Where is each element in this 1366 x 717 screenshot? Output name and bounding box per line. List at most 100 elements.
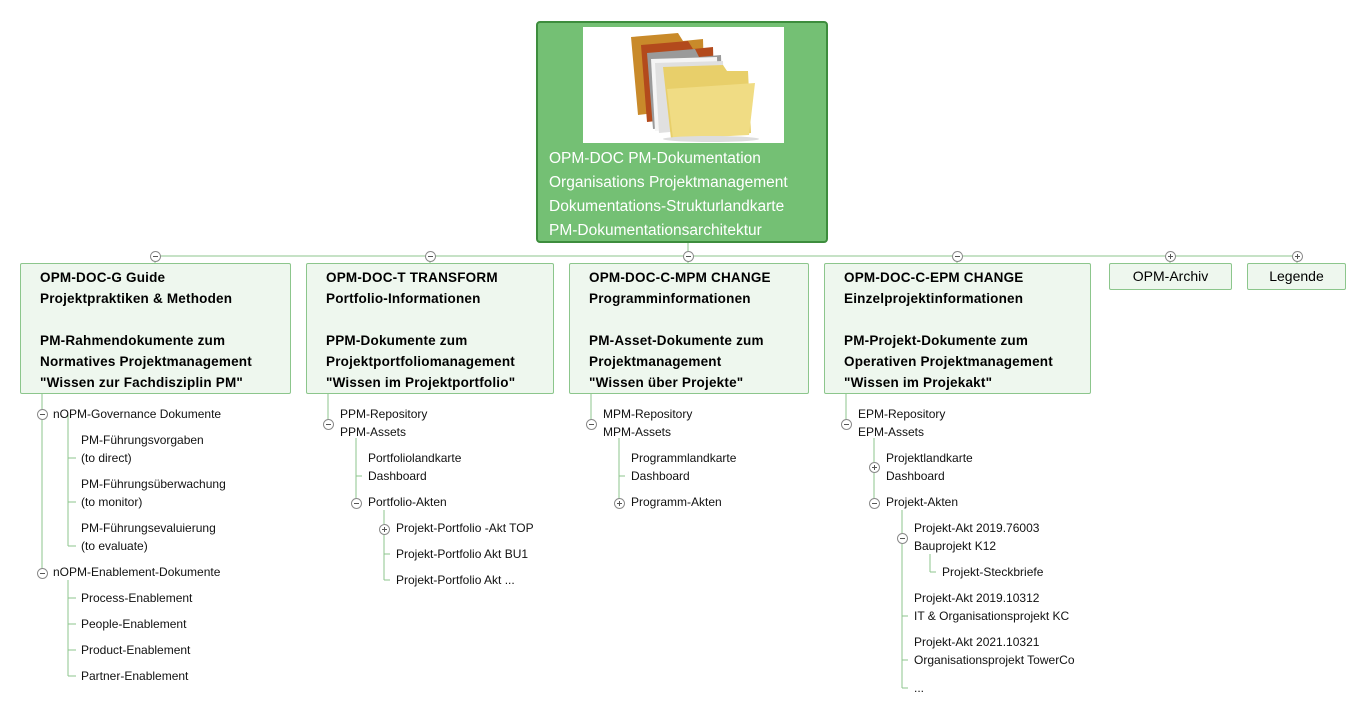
root-line: OPM-DOC PM-Dokumentation [549,150,761,167]
node-line: MPM-Repository [603,407,693,421]
node-line: IT & Organisationsprojekt KC [914,609,1070,623]
root-line: Organisations Projektmanagement [549,174,788,191]
node-line: (to evaluate) [81,539,148,553]
branch-line [844,309,1053,330]
node-projekt-steckbriefe[interactable]: Projekt-Steckbriefe [942,565,1044,579]
node-line: Dashboard [631,469,690,483]
branch-line: Einzelprojektinformationen [844,291,1024,306]
node-line: Dashboard [368,469,427,483]
node-line: Organisationsprojekt TowerCo [914,653,1075,667]
node-line: (to direct) [81,451,132,465]
expand-programm-akten-toggle[interactable] [614,498,625,509]
branch-line: Normatives Projektmanagement [40,354,252,369]
branch-line: Operativen Projektmanagement [844,354,1053,369]
root-line: PM-Dokumentationsarchitektur [549,222,762,239]
node-projekt-akt-1[interactable]: Projekt-Akt 2019.76003 Bauprojekt K12 [914,519,1039,555]
branch-line: PM-Rahmendokumente zum [40,333,226,348]
node-line: Portfoliolandkarte [368,451,462,465]
node-mpm-repository[interactable]: MPM-Repository MPM-Assets [603,405,692,441]
collapse-akt1-toggle[interactable] [897,533,908,544]
collapse-epm-repo-toggle[interactable] [841,419,852,430]
branch-mpm[interactable]: OPM-DOC-C-MPM CHANGE Programminformation… [569,263,809,394]
node-projekt-akten[interactable]: Projekt-Akten [886,495,959,509]
root-node[interactable]: OPM-DOC PM-Dokumentation Organisations P… [536,21,828,243]
branch-guide[interactable]: OPM-DOC-G Guide Projektpraktiken & Metho… [20,263,291,394]
collapse-epm-toggle[interactable] [952,251,963,262]
node-epm-repository[interactable]: EPM-Repository EPM-Assets [858,405,945,441]
node-product-enablement[interactable]: Product-Enablement [81,643,191,657]
node-enablement[interactable]: nOPM-Enablement-Dokumente [53,565,221,579]
collapse-guide-toggle[interactable] [150,251,161,262]
expand-legende-toggle[interactable] [1292,251,1303,262]
node-projektlandkarte[interactable]: Projektlandkarte Dashboard [886,449,973,485]
node-fuehrungsvorgaben[interactable]: PM-Führungsvorgaben (to direct) [81,431,204,467]
node-line: Dashboard [886,469,945,483]
node-line: PPM-Repository [340,407,428,421]
branch-legende[interactable]: Legende [1247,263,1346,290]
branch-line: OPM-DOC-G Guide [40,270,166,285]
node-people-enablement[interactable]: People-Enablement [81,617,187,631]
collapse-mpm-toggle[interactable] [683,251,694,262]
node-line: MPM-Assets [603,425,672,439]
node-process-enablement[interactable]: Process-Enablement [81,591,193,605]
node-portfoliolandkarte[interactable]: Portfoliolandkarte Dashboard [368,449,461,485]
node-line: Projekt-Akt 2019.10312 [914,591,1040,605]
node-line: Projekt-Akt 2021.10321 [914,635,1040,649]
collapse-transform-toggle[interactable] [425,251,436,262]
branch-line: Portfolio-Informationen [326,291,481,306]
collapse-portfolio-akten-toggle[interactable] [351,498,362,509]
branch-line [589,309,771,330]
collapse-governance-toggle[interactable] [37,409,48,420]
node-projekt-akt-more[interactable]: ... [914,681,925,695]
branch-archiv[interactable]: OPM-Archiv [1109,263,1232,290]
branch-line: "Wissen zur Fachdisziplin PM" [40,375,244,390]
branch-line: "Wissen im Projektportfolio" [326,375,516,390]
branch-line: Projektportfoliomanagement [326,354,515,369]
node-akt-top[interactable]: Projekt-Portfolio -Akt TOP [396,521,534,535]
collapse-mpm-repo-toggle[interactable] [586,419,597,430]
branch-line: OPM-DOC-C-EPM CHANGE [844,270,1024,285]
node-line: Projekt-Akt 2019.76003 [914,521,1040,535]
branch-line: Projektpraktiken & Methoden [40,291,233,306]
branch-line: "Wissen im Projekakt" [844,375,993,390]
node-line: PM-Führungsüberwachung [81,477,226,491]
collapse-ppm-repo-toggle[interactable] [323,419,334,430]
collapse-enablement-toggle[interactable] [37,568,48,579]
node-line: EPM-Repository [858,407,946,421]
node-line: Bauprojekt K12 [914,539,997,553]
node-line: Projektlandkarte [886,451,973,465]
node-akt-bu1[interactable]: Projekt-Portfolio Akt BU1 [396,547,529,561]
folders-image [583,27,784,143]
node-programm-akten[interactable]: Programm-Akten [631,495,722,509]
expand-projektlandkarte-toggle[interactable] [869,462,880,473]
branch-line: OPM-DOC-T TRANSFORM [326,270,498,285]
node-akt-more[interactable]: Projekt-Portfolio Akt ... [396,573,515,587]
branch-line: PPM-Dokumente zum [326,333,468,348]
node-line: PPM-Assets [340,425,407,439]
branch-line: Projektmanagement [589,354,722,369]
node-ppm-repository[interactable]: PPM-Repository PPM-Assets [340,405,427,441]
branch-epm[interactable]: OPM-DOC-C-EPM CHANGE Einzelprojektinform… [824,263,1091,394]
collapse-projekt-akten-toggle[interactable] [869,498,880,509]
branch-line: "Wissen über Projekte" [589,375,744,390]
node-line: EPM-Assets [858,425,925,439]
node-projekt-akt-2[interactable]: Projekt-Akt 2019.10312 IT & Organisation… [914,589,1069,625]
node-portfolio-akten[interactable]: Portfolio-Akten [368,495,447,509]
branch-transform[interactable]: OPM-DOC-T TRANSFORM Portfolio-Informatio… [306,263,554,394]
node-governance[interactable]: nOPM-Governance Dokumente [53,407,222,421]
node-fuehrungsueberwachung[interactable]: PM-Führungsüberwachung (to monitor) [81,475,226,511]
branch-line [40,309,252,330]
expand-akt-top-toggle[interactable] [379,524,390,535]
node-fuehrungsevaluierung[interactable]: PM-Führungsevaluierung (to evaluate) [81,519,216,555]
branch-line: OPM-DOC-C-MPM CHANGE [589,270,771,285]
branch-line: Programminformationen [589,291,751,306]
node-projekt-akt-3[interactable]: Projekt-Akt 2021.10321 Organisationsproj… [914,633,1075,669]
node-line: PM-Führungsevaluierung [81,521,216,535]
branch-line: PM-Projekt-Dokumente zum [844,333,1029,348]
node-partner-enablement[interactable]: Partner-Enablement [81,669,189,683]
branch-line [326,309,515,330]
branch-line: PM-Asset-Dokumente zum [589,333,764,348]
expand-archiv-toggle[interactable] [1165,251,1176,262]
node-programmlandkarte[interactable]: Programmlandkarte Dashboard [631,449,736,485]
